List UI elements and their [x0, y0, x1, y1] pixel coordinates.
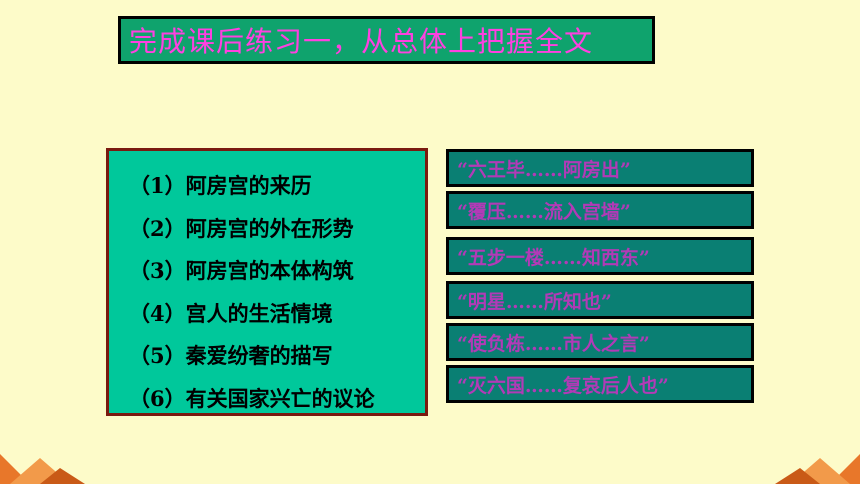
- corner-decoration-right: [775, 454, 860, 484]
- quote-box-3: “五步一楼……知西东”: [446, 237, 754, 275]
- outline-item: （1）阿房宫的来历: [129, 173, 312, 198]
- slide-title: 完成课后练习一，从总体上把握全文: [129, 25, 594, 58]
- quote-box-6: “灭六国……复哀后人也”: [446, 365, 754, 403]
- outline-box: （1）阿房宫的来历 （2）阿房宫的外在形势 （3）阿房宫的本体构筑 （4）宫人的…: [106, 148, 428, 416]
- corner-decoration-left: [0, 454, 85, 484]
- quote-box-5: “使负栋……市人之言”: [446, 323, 754, 361]
- quote-box-1: “六王毕……阿房出”: [446, 149, 754, 187]
- outline-item: （3）阿房宫的本体构筑: [129, 258, 354, 283]
- quote-box-2: “覆压……流入宫墙”: [446, 191, 754, 229]
- outline-item: （5）秦爱纷奢的描写: [129, 343, 333, 368]
- quote-box-4: “明星……所知也”: [446, 281, 754, 319]
- outline-item: （6）有关国家兴亡的议论: [129, 385, 375, 411]
- slide-title-box: 完成课后练习一，从总体上把握全文: [118, 16, 655, 64]
- outline-item: （4）宫人的生活情境: [129, 300, 333, 326]
- outline-item: （2）阿房宫的外在形势: [129, 215, 354, 241]
